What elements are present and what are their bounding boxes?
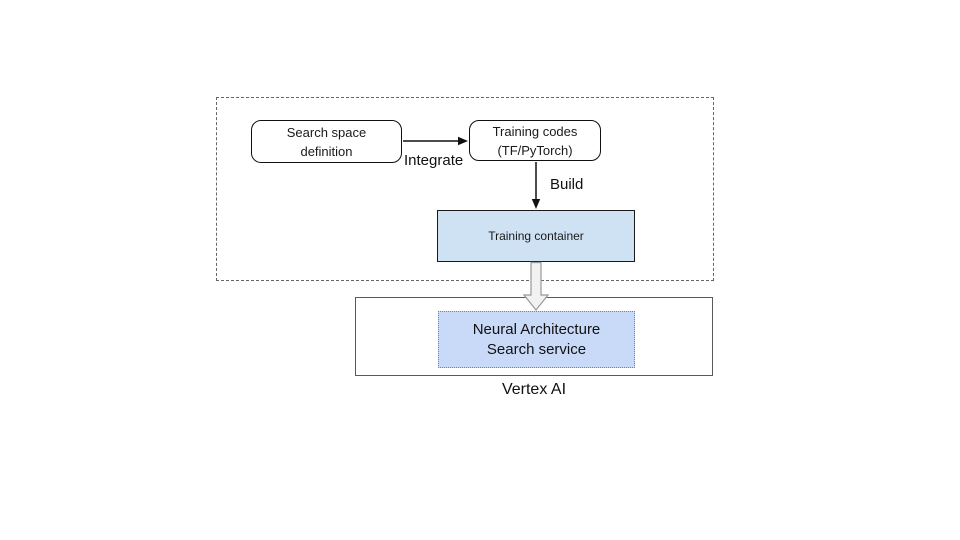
node-label: Training container: [488, 229, 584, 243]
edge-label-build: Build: [550, 176, 584, 193]
node-label-line: definition: [300, 143, 353, 159]
node-label-line: Search service: [486, 340, 587, 358]
node-label-line: Neural Architecture: [472, 320, 601, 338]
node-label-line: Search space: [286, 124, 367, 140]
node-label-line: (TF/PyTorch): [497, 142, 573, 158]
dashed-group-boundary: [216, 97, 714, 281]
node-search-space-definition: Search space definition: [251, 120, 402, 163]
node-training-container: Training container: [437, 210, 635, 262]
node-training-codes: Training codes (TF/PyTorch): [469, 120, 601, 161]
node-nas-service: Neural Architecture Search service: [438, 311, 635, 368]
node-label-line: Training codes: [492, 123, 578, 139]
edge-label-integrate: Integrate: [404, 152, 464, 169]
group-label-vertex-ai: Vertex AI: [501, 381, 567, 398]
